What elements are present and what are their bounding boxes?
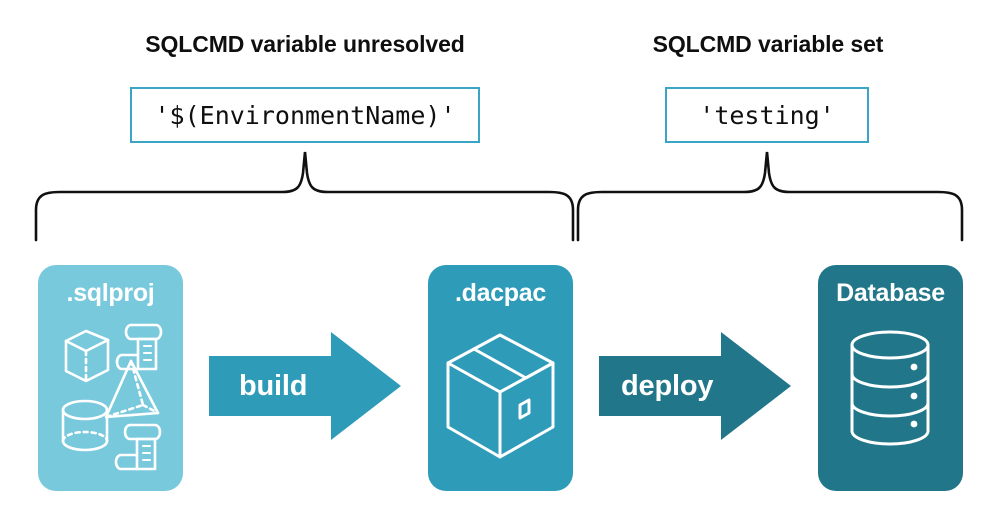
code-value-box-right: 'testing' (665, 87, 869, 143)
arrow-deploy[interactable]: deploy (599, 330, 791, 442)
brace-left-icon (34, 151, 575, 242)
section-heading-left: SQLCMD variable unresolved (145, 31, 465, 57)
script-scroll-icon (114, 423, 162, 471)
arrow-build-icon (209, 332, 401, 440)
script-scroll-icon (115, 323, 163, 371)
database-art (850, 330, 930, 446)
section-heading-right: SQLCMD variable set (652, 31, 884, 57)
code-value-right-text: 'testing' (699, 100, 835, 130)
artifact-label-dacpac: .dacpac (454, 279, 546, 307)
artifact-box-dacpac[interactable]: .dacpac (428, 265, 573, 491)
brace-right-icon (576, 151, 964, 242)
code-value-box-left: '$(EnvironmentName)' (130, 87, 480, 143)
package-box-icon (446, 333, 555, 459)
sqlproj-art (61, 323, 163, 471)
artifact-box-sqlproj[interactable]: .sqlproj (38, 265, 183, 491)
database-cylinder-icon (850, 330, 930, 446)
artifact-box-database[interactable]: Database (818, 265, 963, 491)
arrow-build-label: build (239, 369, 308, 402)
cube-wireframe-icon (64, 329, 110, 383)
artifact-label-database: Database (836, 279, 945, 307)
artifact-label-sqlproj: .sqlproj (66, 279, 155, 307)
pyramid-wireframe-icon (104, 359, 160, 419)
arrow-deploy-label: deploy (621, 369, 714, 402)
cylinder-wireframe-icon (61, 399, 109, 452)
dacpac-art (446, 333, 555, 459)
code-value-left-text: '$(EnvironmentName)' (154, 100, 456, 130)
arrow-build[interactable]: build (209, 330, 401, 442)
arrow-deploy-icon (599, 332, 791, 440)
